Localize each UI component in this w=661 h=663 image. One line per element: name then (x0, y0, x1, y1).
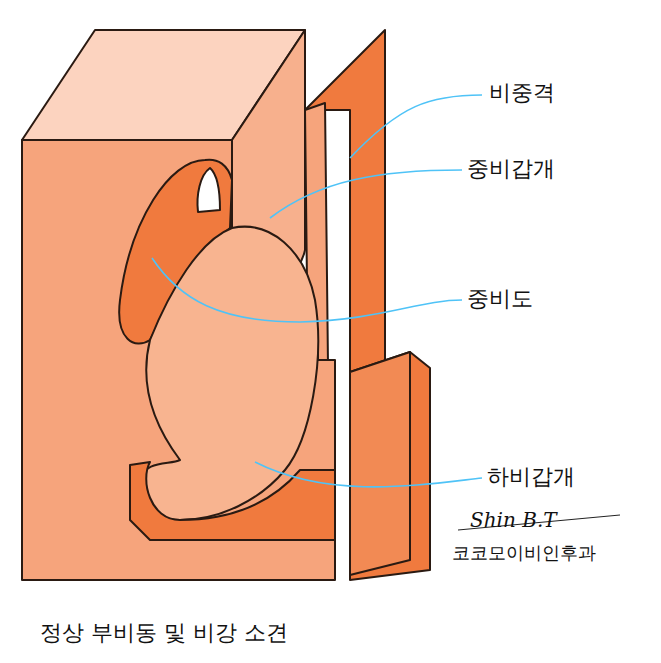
base-right (350, 352, 430, 580)
leader-line (270, 170, 462, 218)
nasal-floor (130, 462, 335, 540)
part-label: Shin B.T (470, 508, 557, 532)
leader-line (350, 95, 482, 158)
part-label: 하비갑개 (487, 464, 575, 490)
caption: 정상 부비동 및 비강 소견 (40, 620, 288, 646)
part-label: 중비도 (467, 286, 533, 312)
base-right-face (350, 352, 410, 575)
leader-line (152, 258, 462, 322)
part-label: 비중격 (489, 80, 555, 106)
part-label: 코코모이비인후과 (452, 542, 596, 564)
part-label: 중비갑개 (467, 156, 555, 182)
leader-line (255, 462, 482, 487)
ostium (198, 168, 221, 212)
leader-lines (152, 95, 482, 487)
